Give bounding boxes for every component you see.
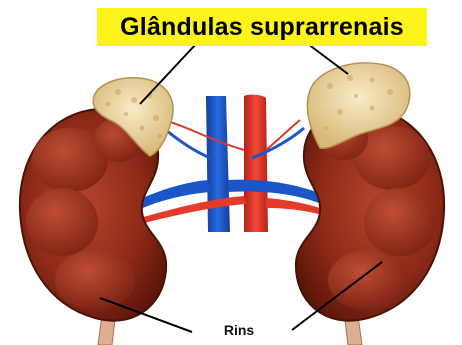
adrenal-glands-label: Glândulas suprarrenais <box>97 8 427 46</box>
title-leader-right <box>308 44 348 74</box>
kidneys-label: Rins <box>214 322 264 338</box>
left-kidney-lobe <box>26 188 98 256</box>
left-kidney-lobe <box>55 250 135 310</box>
vena-cava <box>206 96 230 232</box>
aorta <box>244 95 268 232</box>
right-kidney-lobe <box>364 188 436 256</box>
right-kidney-lobe <box>328 250 408 310</box>
